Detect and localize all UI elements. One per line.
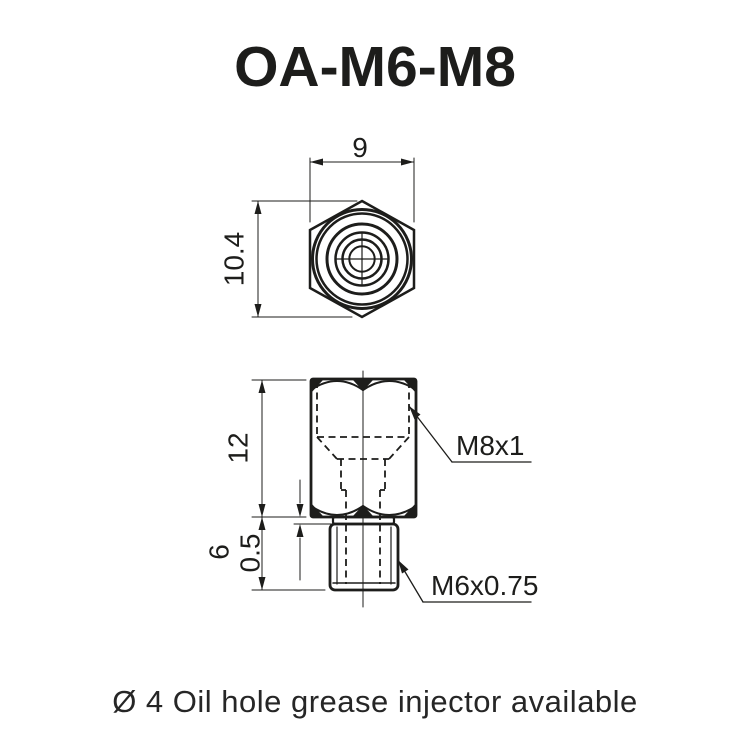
dimension-collar: 0.5 [235,479,332,581]
stud [328,522,400,592]
leader-external-thread: M6x0.75 [397,559,538,603]
dimension-across-corners: 10.4 [219,200,358,318]
dim-label-10-4: 10.4 [219,232,250,287]
leader-internal-thread: M8x1 [408,405,532,463]
center-cross-mark [335,232,389,286]
side-view-body [309,370,418,608]
label-m8x1: M8x1 [456,430,524,461]
label-m6x0-75: M6x0.75 [431,570,538,601]
dim-label-6: 6 [204,544,235,560]
dim-label-0-5: 0.5 [235,534,266,573]
footer-note: Ø 4 Oil hole grease injector available [112,684,638,719]
dim-label-12: 12 [223,432,254,463]
top-view-hex [308,199,416,319]
dimension-across-flats: 9 [309,132,415,223]
dim-label-9: 9 [352,132,368,163]
hidden-internal-bore [316,381,410,584]
dimension-body-length: 12 [223,379,307,518]
dimension-stud-length: 6 [204,516,326,591]
part-title: OA-M6-M8 [234,35,516,99]
